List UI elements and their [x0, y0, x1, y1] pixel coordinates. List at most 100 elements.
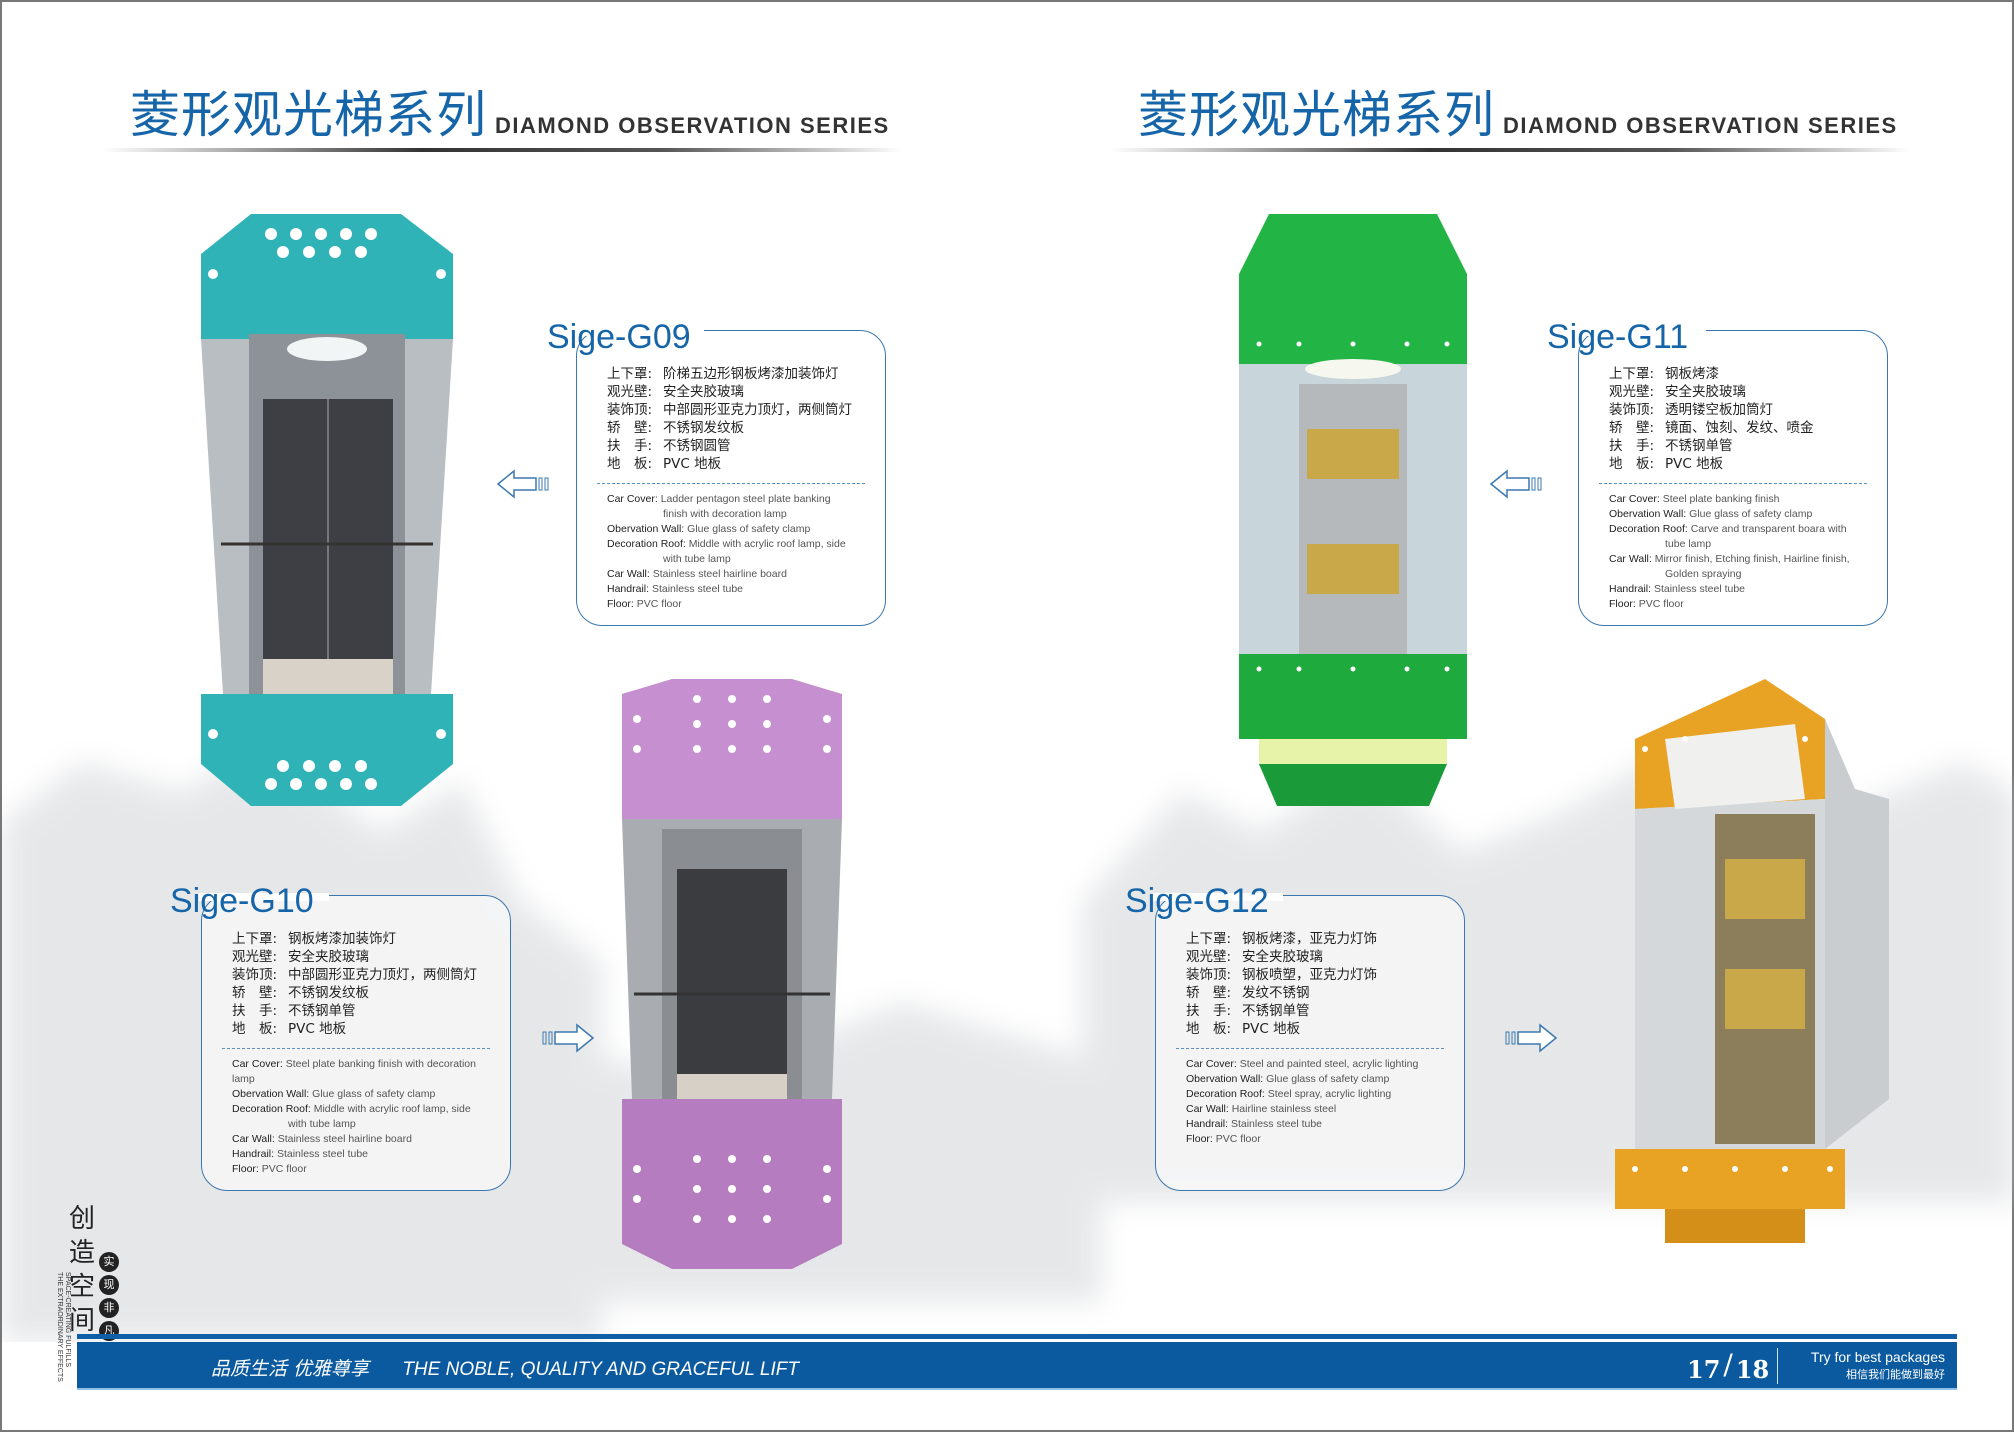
spec-row-cn: 扶 手:不锈钢圆管: [607, 437, 885, 455]
spec-value: PVC floor: [1638, 598, 1684, 610]
spec-key: 扶 手:: [232, 1003, 278, 1019]
spec-key: Car Wall:: [1609, 553, 1652, 565]
spec-key: Floor:: [1186, 1133, 1213, 1145]
spec-key: 观光壁:: [1186, 949, 1232, 965]
footer-rule: [77, 1334, 1957, 1339]
title-cn: 菱形观光梯系列: [130, 86, 487, 144]
spec-row-en: Handrail: Stainless steel tube: [1609, 582, 1887, 597]
spec-row-en: Handrail: Stainless steel tube: [1186, 1117, 1464, 1132]
spec-row-cn: 轿 壁:镜面、蚀刻、发纹、喷金: [1609, 419, 1887, 437]
spec-key: 上下罩:: [607, 366, 653, 382]
footer-divider: [1777, 1348, 1778, 1384]
spec-box-g11: 上下罩:钢板烤漆观光壁:安全夹胶玻璃装饰顶:透明镂空板加筒灯轿 壁:镜面、蚀刻、…: [1576, 328, 1888, 626]
elevator-g11-green-image: [1239, 214, 1467, 806]
spec-key: Decoration Roof:: [1186, 1088, 1265, 1100]
spec-key: 装饰顶:: [232, 967, 278, 983]
spec-value: Stainless steel tube: [651, 583, 744, 595]
spec-key: Car Wall:: [232, 1133, 275, 1145]
spec-value: Glue glass of safety clamp: [687, 523, 811, 535]
spec-box-g12: 上下罩:钢板烤漆，亚克力灯饰观光壁: 安全夹胶玻璃装饰顶:钢板喷塑，亚克力灯饰轿 …: [1153, 893, 1465, 1191]
spec-value: 钢板烤漆，亚克力灯饰: [1242, 931, 1377, 947]
seal-char: 非: [99, 1298, 119, 1318]
title-cn: 菱形观光梯系列: [1138, 86, 1495, 144]
spec-key: Handrail:: [232, 1148, 275, 1160]
logo-char: 空: [69, 1272, 96, 1302]
spec-value: Steel and painted steel, acrylic lightin…: [1239, 1058, 1419, 1070]
tagline-en: Try for best packages: [1810, 1349, 1945, 1365]
spec-key: Car Cover:: [1609, 493, 1660, 505]
spec-key: Car Wall:: [607, 568, 650, 580]
spec-value: Glue glass of safety clamp: [1689, 508, 1813, 520]
spec-key: 装饰顶:: [1609, 402, 1655, 418]
spec-key: 装饰顶:: [1186, 967, 1232, 983]
spec-key: Floor:: [1609, 598, 1636, 610]
arrow-left-icon: [1489, 469, 1542, 499]
spec-value: Stainless steel tube: [276, 1148, 369, 1160]
spec-row-cn: 地 板:PVC 地板: [607, 455, 885, 473]
spec-row-cn: 扶 手:不锈钢单管: [232, 1002, 510, 1020]
elevator-g10-purple-image: [622, 679, 842, 1269]
spec-row-cn: 轿 壁:发纹不锈钢: [1186, 984, 1464, 1002]
spec-key: 扶 手:: [1186, 1003, 1232, 1019]
spec-value: PVC 地板: [663, 456, 722, 472]
border-gap: [1576, 328, 1706, 336]
spec-row-en: Car Wall: Stainless steel hairline board: [607, 567, 885, 582]
spec-key: Handrail:: [1609, 583, 1652, 595]
spec-value: 钢板烤漆加装饰灯: [288, 931, 396, 947]
spec-row-cn: 扶 手:不锈钢单管: [1609, 437, 1887, 455]
spec-value: Steel plate banking finish: [1662, 493, 1780, 505]
spec-row-en: Car Cover: Steel plate banking finish: [1609, 492, 1887, 507]
spec-row-en: Floor: PVC floor: [232, 1162, 510, 1177]
logo-tagline: SPACE-CREATING FULFILLS THE EXTRAORDINAR…: [56, 1272, 71, 1382]
spec-value: 安全夹胶玻璃: [1242, 949, 1323, 965]
spec-key: 轿 壁:: [1609, 420, 1655, 436]
spec-row-cn: 观光壁: 安全夹胶玻璃: [1186, 948, 1464, 966]
spec-key: 地 板:: [1186, 1021, 1232, 1037]
spec-value: Stainless steel tube: [1230, 1118, 1323, 1130]
spec-key: Car Cover:: [232, 1058, 283, 1070]
spec-row-cn: 装饰顶:中部圆形亚克力顶灯，两侧筒灯: [232, 966, 510, 984]
spec-key: Floor:: [607, 598, 634, 610]
border-gap: [1153, 893, 1283, 901]
spec-row-en: Decoration Roof: Steel spray, acrylic li…: [1186, 1087, 1464, 1102]
spec-row-cn: 装饰顶:钢板喷塑，亚克力灯饰: [1186, 966, 1464, 984]
dashed-divider: [222, 1048, 490, 1049]
spec-value: Stainless steel hairline board: [277, 1133, 412, 1145]
spec-row-cn: 扶 手: 不锈钢单管: [1186, 1002, 1464, 1020]
spec-key: 装饰顶:: [607, 402, 653, 418]
brand-logo: 创 造 空 间 实 现 非 凡 SPACE-CREATING FULFILLS …: [56, 1202, 127, 1382]
spec-row-cn: 观光壁:安全夹胶玻璃: [1609, 383, 1887, 401]
spec-value: 安全夹胶玻璃: [1665, 384, 1746, 400]
spec-key: Decoration Roof:: [1609, 523, 1688, 535]
spec-value: 发纹不锈钢: [1242, 985, 1310, 1001]
spec-box-g10: 上下罩:钢板烤漆加装饰灯观光壁:安全夹胶玻璃装饰顶:中部圆形亚克力顶灯，两侧筒灯…: [199, 893, 511, 1191]
spec-value-cont: Golden spraying: [1665, 568, 1742, 580]
spec-key: 观光壁:: [232, 949, 278, 965]
model-name-g10: Sige-G10: [170, 882, 314, 920]
spec-value: Mirror finish, Etching finish, Hairline …: [1654, 553, 1850, 565]
spec-row-cn: 上下罩:钢板烤漆，亚克力灯饰: [1186, 930, 1464, 948]
spec-row-cn: 上下罩:钢板烤漆: [1609, 365, 1887, 383]
footer-band: 品质生活 优雅尊享 THE NOBLE, QUALITY AND GRACEFU…: [77, 1342, 1957, 1390]
spec-value: Carve and transparent boara with: [1690, 523, 1847, 535]
spec-value-cont: finish with decoration lamp: [663, 508, 787, 520]
spec-key: 扶 手:: [607, 438, 653, 454]
spec-row-cn: 地 板:PVC 地板: [232, 1020, 510, 1038]
spec-value: Middle with acrylic roof lamp, side: [313, 1103, 471, 1115]
spec-row-en: Car Wall: Mirror finish, Etching finish,…: [1609, 552, 1887, 582]
spec-value: Stainless steel hairline board: [652, 568, 787, 580]
spec-key: Obervation Wall:: [232, 1088, 310, 1100]
dashed-divider: [1599, 483, 1867, 484]
spec-value: Hairline stainless steel: [1231, 1103, 1337, 1115]
arrow-right-icon: [542, 1023, 595, 1053]
logo-seals: 实 现 非 凡: [99, 1252, 119, 1344]
arrow-right-icon: [1505, 1023, 1558, 1053]
model-name-g11: Sige-G11: [1547, 318, 1689, 356]
spec-value-cont: with tube lamp: [663, 553, 731, 565]
spec-row-cn: 观光壁:安全夹胶玻璃: [232, 948, 510, 966]
spec-key: Obervation Wall:: [1609, 508, 1687, 520]
spec-key: Floor:: [232, 1163, 259, 1175]
spec-value: Middle with acrylic roof lamp, side: [688, 538, 846, 550]
spec-value: 不锈钢单管: [1242, 1003, 1310, 1019]
logo-char: 间: [69, 1306, 96, 1336]
